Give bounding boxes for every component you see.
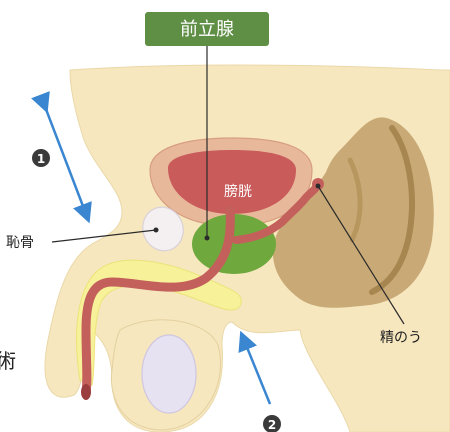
prostate-title: 前立腺 <box>180 19 234 40</box>
seminal-vesicle-label: 精のう <box>380 330 422 346</box>
cut-off-glyph: 術 <box>0 349 16 373</box>
pubic-bone-label: 恥骨 <box>6 235 34 251</box>
marker-1-number: 1 <box>37 152 45 166</box>
bladder-label: 膀胱 <box>224 183 252 200</box>
marker-2-number: 2 <box>268 418 276 432</box>
prostate-leader-dot <box>205 236 210 241</box>
urethra-tip <box>81 384 91 400</box>
seminal-vesicle-leader-dot <box>316 184 321 189</box>
approach-arrow-2 <box>244 340 270 404</box>
pubic-bone-leader-dot <box>154 228 159 233</box>
testis <box>142 335 196 413</box>
